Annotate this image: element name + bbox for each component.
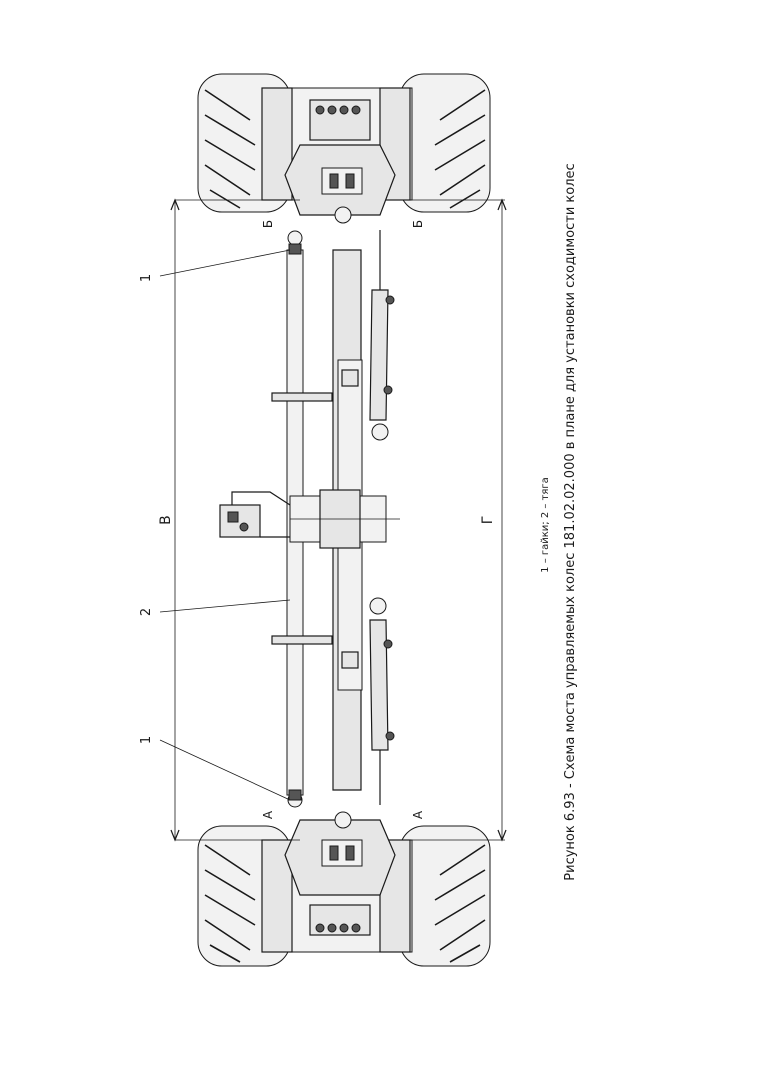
label-callout-1-bottom: 1 — [139, 736, 154, 744]
dimension-lines — [170, 198, 507, 842]
figure-caption: Рисунок 6.93 - Схема моста управляемых к… — [563, 163, 578, 880]
bottom-hub — [284, 811, 396, 936]
label-section-a-right: А — [411, 810, 425, 819]
top-hub — [284, 99, 396, 224]
label-section-b-right: Б — [411, 220, 425, 228]
label-dimension-g: Г — [480, 516, 496, 525]
label-section-b-left: Б — [261, 220, 275, 228]
label-section-a-left: А — [261, 810, 275, 819]
bottom-knuckle-block — [321, 839, 363, 867]
axle-beam — [289, 249, 400, 791]
legend-text: 1 – гайки; 2 – тяга — [540, 477, 551, 573]
top-knuckle-block — [321, 167, 363, 195]
steering-valve — [219, 491, 291, 538]
leader-lines — [159, 249, 291, 801]
label-dimension-v: В — [158, 515, 174, 525]
hydraulic-cylinders — [369, 230, 395, 805]
label-callout-2: 2 — [139, 608, 154, 616]
label-callout-1-top: 1 — [139, 274, 154, 282]
tire-bottom-right — [399, 825, 491, 967]
